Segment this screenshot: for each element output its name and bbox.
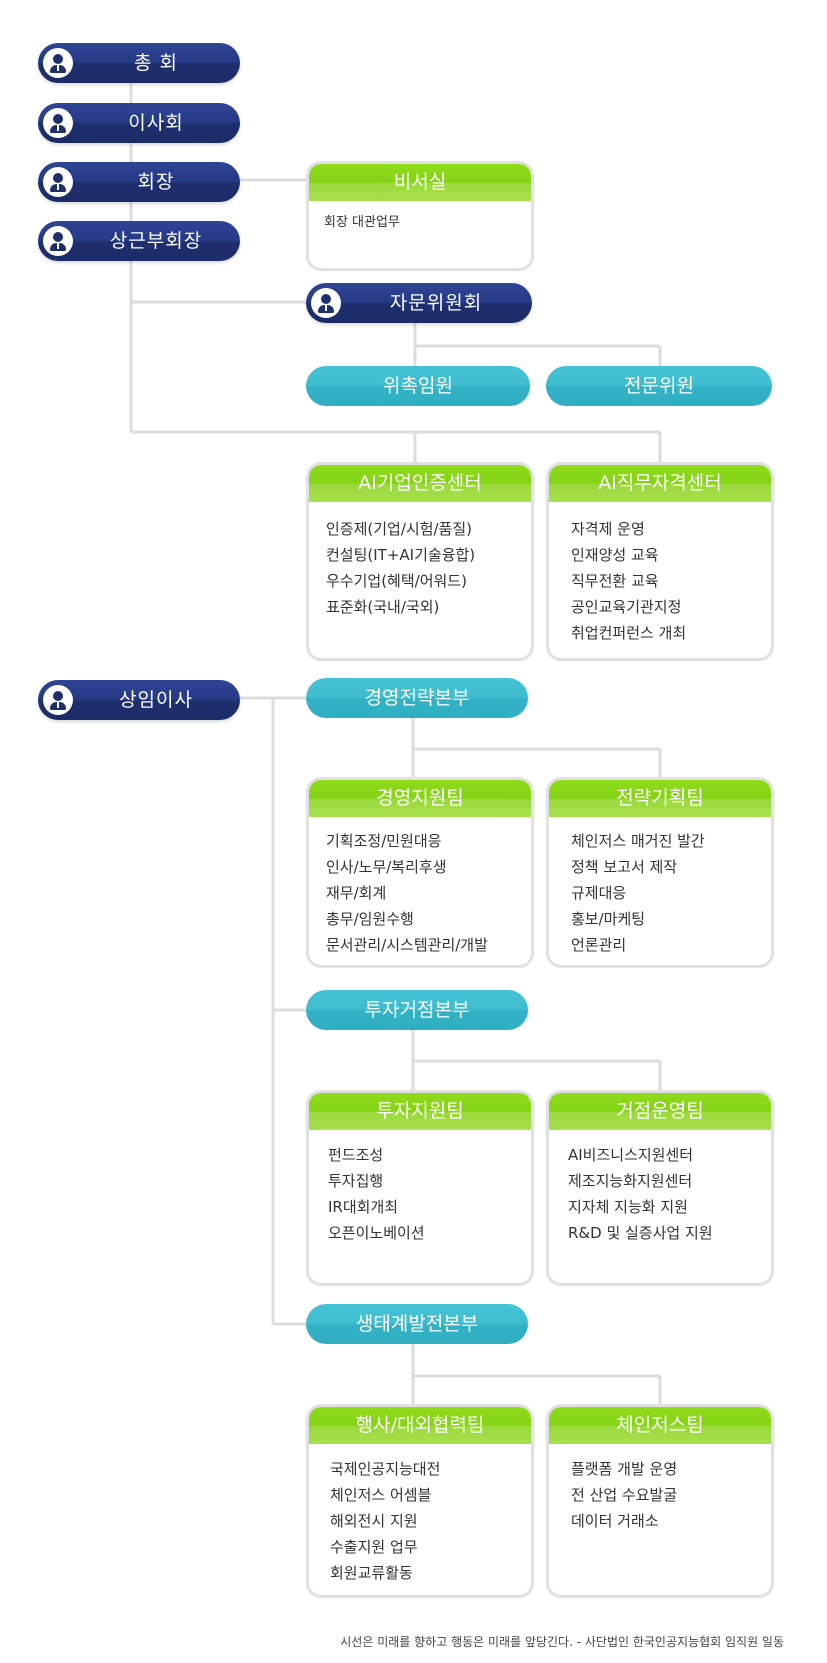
list-item: 언론관리 xyxy=(571,936,627,954)
secretariat-card: 비서실 회장 대관업무 xyxy=(306,161,534,271)
list-item: 홍보/마케팅 xyxy=(571,910,646,928)
vice-chairman-node: 상근부회장 xyxy=(38,221,240,261)
list-item: 체인저스 매거진 발간 xyxy=(571,832,705,850)
list-item: 문서관리/시스템관리/개발 xyxy=(326,936,488,954)
list-item: 기획조정/민원대응 xyxy=(326,832,442,850)
list-item: 재무/회계 xyxy=(326,884,387,902)
list-item: 회원교류활동 xyxy=(330,1564,413,1582)
chairman-node: 회장 xyxy=(38,162,240,202)
card-items: 기획조정/민원대응 인사/노무/복리후생 재무/회계 총무/임원수행 문서관리/… xyxy=(309,817,531,958)
person-icon xyxy=(311,288,341,318)
ai-certification-center-card: AI기업인증센터 인증제(기업/시험/품질) 컨설팅(IT+AI기술융합) 우수… xyxy=(306,462,534,661)
expert-members-node: 전문위원 xyxy=(546,366,772,406)
card-items: 인증제(기업/시험/품질) 컨설팅(IT+AI기술융합) 우수기업(혜택/어워드… xyxy=(309,502,531,620)
card-title: 비서실 xyxy=(309,164,531,201)
list-item: 우수기업(혜택/어워드) xyxy=(326,572,467,590)
list-item: 인사/노무/복리후생 xyxy=(326,858,447,876)
card-items: 자격제 운영 인재양성 교육 직무전환 교육 공인교육기관지정 취업컨퍼런스 개… xyxy=(549,502,771,646)
events-cooperation-team-card: 행사/대외협력팀 국제인공지능대전 체인저스 어셈블 해외전시 지원 수출지원 … xyxy=(306,1404,534,1598)
list-item: 인증제(기업/시험/품질) xyxy=(326,520,473,538)
list-item: 인재양성 교육 xyxy=(571,546,659,564)
card-items: 플랫폼 개발 운영 전 산업 수요발굴 데이터 거래소 xyxy=(549,1444,771,1534)
management-strategy-division: 경영전략본부 xyxy=(306,678,528,718)
node-label: 총 회 xyxy=(134,52,178,74)
list-item: 규제대응 xyxy=(571,884,627,902)
card-items: 회장 대관업무 xyxy=(309,201,531,230)
list-item: 제조지능화지원센터 xyxy=(568,1172,693,1190)
footer-caption: 시선은 미래를 향하고 행동은 미래를 앞당긴다. - 사단법인 한국인공지능협… xyxy=(340,1635,784,1649)
node-label: 상근부회장 xyxy=(109,230,203,252)
person-icon xyxy=(43,685,73,715)
list-item: 컨설팅(IT+AI기술융합) xyxy=(326,546,476,564)
list-item: 펀드조성 xyxy=(328,1146,384,1164)
card-title: AI기업인증센터 xyxy=(309,465,531,502)
card-items: 국제인공지능대전 체인저스 어셈블 해외전시 지원 수출지원 업무 회원교류활동 xyxy=(309,1444,531,1586)
list-item: 표준화(국내/국외) xyxy=(326,598,440,616)
card-title: 거점운영팀 xyxy=(549,1093,771,1130)
card-title: 행사/대외협력팀 xyxy=(309,1407,531,1444)
person-icon xyxy=(43,226,73,256)
list-item: 전 산업 수요발굴 xyxy=(571,1486,678,1504)
ai-job-qualification-center-card: AI직무자격센터 자격제 운영 인재양성 교육 직무전환 교육 공인교육기관지정… xyxy=(546,462,774,661)
card-items: AI비즈니스지원센터 제조지능화지원센터 지자체 지능화 지원 R&D 및 실증… xyxy=(549,1130,771,1246)
changers-team-card: 체인저스팀 플랫폼 개발 운영 전 산업 수요발굴 데이터 거래소 xyxy=(546,1404,774,1598)
list-item: 공인교육기관지정 xyxy=(571,598,682,616)
list-item: 체인저스 어셈블 xyxy=(330,1486,432,1504)
card-title: 전략기획팀 xyxy=(549,780,771,817)
list-item: 해외전시 지원 xyxy=(330,1512,418,1530)
list-item: 국제인공지능대전 xyxy=(330,1460,441,1478)
person-icon xyxy=(43,108,73,138)
hub-operations-team-card: 거점운영팀 AI비즈니스지원센터 제조지능화지원센터 지자체 지능화 지원 R&… xyxy=(546,1090,774,1286)
list-item: 총무/임원수행 xyxy=(326,910,414,928)
card-title: AI직무자격센터 xyxy=(549,465,771,502)
ecosystem-development-division: 생태계발전본부 xyxy=(306,1304,528,1344)
advisory-committee-node: 자문위원회 xyxy=(306,283,532,323)
management-support-team-card: 경영지원팀 기획조정/민원대응 인사/노무/복리후생 재무/회계 총무/임원수행… xyxy=(306,777,534,968)
list-item: 플랫폼 개발 운영 xyxy=(571,1460,678,1478)
list-item: IR대회개최 xyxy=(328,1198,399,1216)
strategic-planning-team-card: 전략기획팀 체인저스 매거진 발간 정책 보고서 제작 규제대응 홍보/마케팅 … xyxy=(546,777,774,968)
node-label: 회장 xyxy=(137,171,175,193)
card-items: 펀드조성 투자집행 IR대회개최 오픈이노베이션 xyxy=(309,1130,531,1246)
appointed-members-node: 위촉임원 xyxy=(306,366,530,406)
list-item: 오픈이노베이션 xyxy=(328,1224,425,1242)
list-item: 자격제 운영 xyxy=(571,520,645,538)
standing-director-node: 상임이사 xyxy=(38,680,240,720)
list-item: 데이터 거래소 xyxy=(571,1512,659,1530)
list-item: 취업컨퍼런스 개최 xyxy=(571,624,687,642)
person-icon xyxy=(43,167,73,197)
card-items: 체인저스 매거진 발간 정책 보고서 제작 규제대응 홍보/마케팅 언론관리 xyxy=(549,817,771,958)
list-item: 수출지원 업무 xyxy=(330,1538,418,1556)
list-item: 정책 보고서 제작 xyxy=(571,858,678,876)
card-title: 체인저스팀 xyxy=(549,1407,771,1444)
person-icon xyxy=(43,48,73,78)
investment-support-team-card: 투자지원팀 펀드조성 투자집행 IR대회개최 오픈이노베이션 xyxy=(306,1090,534,1286)
list-item: AI비즈니스지원센터 xyxy=(568,1146,694,1164)
board-node: 이사회 xyxy=(38,103,240,143)
list-item: 지자체 지능화 지원 xyxy=(568,1198,688,1216)
general-meeting-node: 총 회 xyxy=(38,43,240,83)
card-title: 투자지원팀 xyxy=(309,1093,531,1130)
list-item: 직무전환 교육 xyxy=(571,572,659,590)
list-item: 회장 대관업무 xyxy=(324,215,400,230)
list-item: 투자집행 xyxy=(328,1172,384,1190)
node-label: 상임이사 xyxy=(119,689,193,711)
list-item: R&D 및 실증사업 지원 xyxy=(568,1224,713,1242)
node-label: 이사회 xyxy=(128,112,184,134)
card-title: 경영지원팀 xyxy=(309,780,531,817)
investment-hub-division: 투자거점본부 xyxy=(306,990,528,1030)
node-label: 자문위원회 xyxy=(389,292,483,314)
